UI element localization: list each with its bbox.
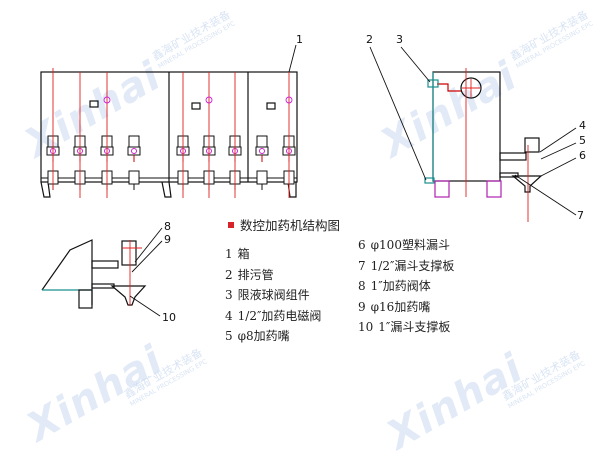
pipe <box>91 260 119 269</box>
valve-part <box>131 148 137 154</box>
side-foot <box>486 180 502 198</box>
valve-part <box>259 148 265 154</box>
legend-num: 1 <box>225 247 233 261</box>
legend-item: 10 1″漏斗支撑板 <box>358 317 454 338</box>
diagram-title: 数控加药机结构图 <box>240 218 341 233</box>
legend-num: 4 <box>225 308 233 323</box>
legend-item: 3 限液球阀组件 <box>225 285 321 306</box>
valve-part <box>256 135 268 148</box>
drawing <box>40 44 577 317</box>
legend-item: 9 φ16加药嘴 <box>358 297 454 318</box>
callout-5: 5 <box>579 134 586 147</box>
valve-part <box>128 170 140 185</box>
side-view <box>424 71 543 198</box>
float-ball <box>460 77 482 99</box>
legend-label: 1/2″加药电磁阀 <box>237 308 322 323</box>
callout-2: 2 <box>366 33 373 46</box>
front-view <box>40 71 298 198</box>
solenoid-valve <box>524 137 540 153</box>
side-leader-lines <box>369 46 577 216</box>
marker-circles <box>103 96 293 104</box>
legend-num: 2 <box>225 267 233 282</box>
legend-label: 1″加药阀体 <box>370 279 431 293</box>
legend-num: 3 <box>225 288 233 302</box>
legend-item: 6 φ100塑料漏斗 <box>358 235 454 256</box>
foot <box>40 181 51 198</box>
callout-6: 6 <box>579 149 586 162</box>
side-foot <box>434 180 450 198</box>
legend-num: 10 <box>358 320 374 334</box>
legend-label: φ16加药嘴 <box>370 299 431 314</box>
callout-7: 7 <box>577 209 584 222</box>
title-bullet <box>228 221 234 228</box>
leader-line-1 <box>288 44 297 73</box>
tank-edge <box>41 239 93 305</box>
legend-label: φ100塑料漏斗 <box>370 238 450 252</box>
float-arm <box>437 83 461 92</box>
sight-window <box>266 102 276 110</box>
valve-part <box>256 170 268 185</box>
legend-label: 箱 <box>237 247 250 261</box>
foot <box>161 181 172 198</box>
drain-pipe <box>424 177 435 184</box>
legend-num: 7 <box>358 258 366 273</box>
detail-support <box>91 283 115 289</box>
detail-funnel <box>110 285 147 306</box>
legend-label: 1/2″漏斗支撑板 <box>370 258 455 273</box>
sight-window <box>89 100 99 108</box>
detail-foot <box>78 289 93 309</box>
callout-1: 1 <box>296 33 303 46</box>
legend-num: 5 <box>225 329 233 343</box>
legend-label: 限液球阀组件 <box>237 288 310 302</box>
legend-item: 7 1/2″漏斗支撑板 <box>358 256 454 277</box>
legend-title: 数控加药机结构图 <box>228 215 340 234</box>
legend-item: 2 排污管 <box>225 265 321 286</box>
legend-label: φ8加药嘴 <box>237 329 290 343</box>
callout-4: 4 <box>579 119 586 132</box>
legend-num: 9 <box>358 299 366 314</box>
legend-item: 8 1″加药阀体 <box>358 276 454 297</box>
valve-body <box>121 240 137 266</box>
callout-8: 8 <box>164 220 171 233</box>
legend-num: 6 <box>358 238 366 252</box>
ball-valve <box>427 79 439 88</box>
legend-label: 排污管 <box>237 267 274 282</box>
callout-3: 3 <box>396 33 403 46</box>
detail-leader-lines <box>129 227 163 317</box>
legend-num: 8 <box>358 279 366 293</box>
legend-label: 1″漏斗支撑板 <box>378 320 451 334</box>
feed-pipe <box>499 152 527 161</box>
side-center-lines <box>462 68 529 222</box>
valve-part <box>128 135 140 148</box>
legend-item: 4 1/2″加药电磁阀 <box>225 306 321 327</box>
callout-10: 10 <box>162 311 176 324</box>
sight-window <box>191 102 201 110</box>
support-plate <box>499 172 519 178</box>
callout-9: 9 <box>164 233 171 246</box>
center-lines <box>52 68 290 198</box>
detail-view <box>41 239 147 309</box>
diagram-canvas: Xinhai 鑫海矿业技术装备 MINERAL PROCESSING EPC X… <box>18 8 595 459</box>
legend-item: 5 φ8加药嘴 <box>225 326 321 347</box>
